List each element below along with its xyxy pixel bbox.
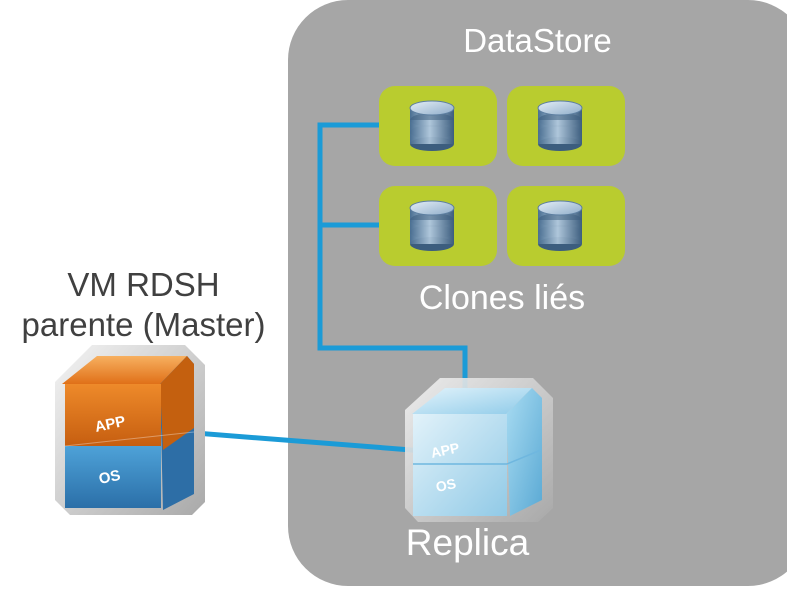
master-label-line1: VM RDSH xyxy=(67,266,220,303)
database-icon xyxy=(409,100,455,152)
clone-trunk-connector xyxy=(317,122,468,393)
master-label-line2: parente (Master) xyxy=(21,305,266,343)
database-icon xyxy=(409,200,455,252)
datastore-title: DataStore xyxy=(463,22,612,59)
replica-label: Replica xyxy=(405,522,530,563)
replica-vm-box-icon: APP OS xyxy=(405,378,553,522)
clone-tile xyxy=(507,186,625,266)
database-icon xyxy=(537,100,583,152)
clone-tile xyxy=(507,86,625,166)
clone-tile xyxy=(379,86,497,166)
database-icon xyxy=(537,200,583,252)
master-vm-box-icon: APP OS xyxy=(55,345,205,515)
master-os-text: OS xyxy=(97,467,122,488)
master-app-text: APP xyxy=(93,413,127,436)
master-vm-label: VM RDSH parente (Master) xyxy=(0,265,287,344)
replica-app-text: APP xyxy=(429,439,460,461)
clone-tile xyxy=(379,186,497,266)
replica-os-text: OS xyxy=(434,475,457,495)
master-replica-connector xyxy=(192,430,415,453)
linked-clones-label: Clones liés xyxy=(418,279,586,317)
